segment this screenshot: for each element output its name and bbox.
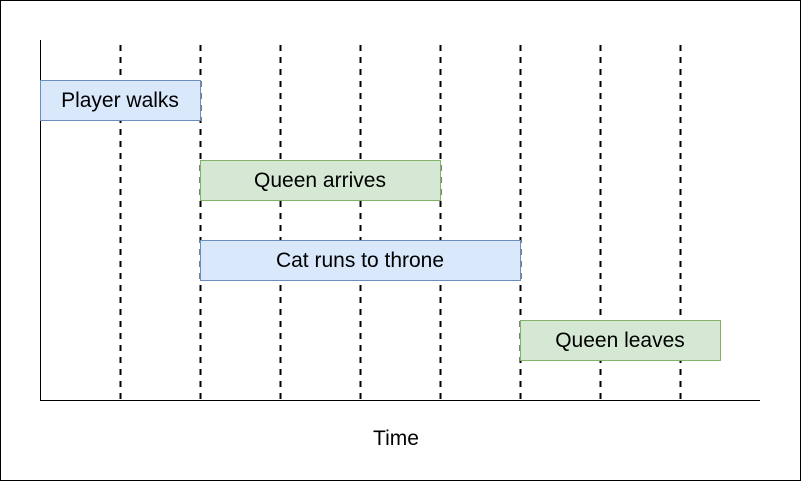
- event-bar: Queen arrives: [200, 160, 441, 201]
- event-bar: Queen leaves: [520, 320, 721, 361]
- event-label: Queen arrives: [254, 169, 386, 192]
- x-axis-label: Time: [373, 427, 419, 450]
- event-box: [200, 240, 521, 281]
- event-box: [40, 80, 201, 121]
- event-label: Cat runs to throne: [276, 249, 444, 272]
- event-box: [520, 320, 721, 361]
- event-bar: Player walks: [40, 80, 201, 121]
- event-label: Player walks: [61, 89, 179, 112]
- event-box: [200, 160, 441, 201]
- event-label: Queen leaves: [555, 329, 685, 352]
- event-bar: Cat runs to throne: [200, 240, 521, 281]
